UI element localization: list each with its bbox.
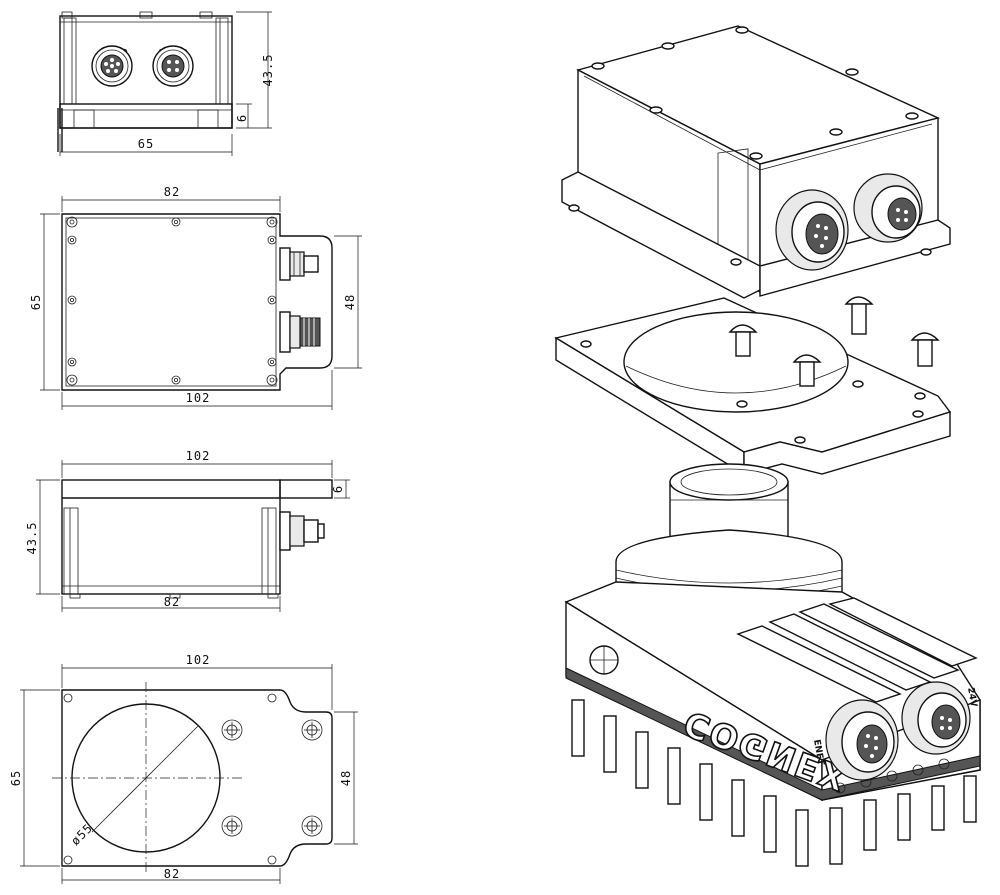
front-height-dim: 43.5 bbox=[261, 54, 275, 87]
top-height-flange-dim: 48 bbox=[343, 294, 357, 310]
front-plate-dim: 6 bbox=[235, 114, 249, 122]
plate-width-body-dim: 82 bbox=[164, 867, 180, 881]
front-connector-left bbox=[91, 45, 133, 87]
iso-plate bbox=[554, 296, 952, 476]
iso-legs bbox=[571, 699, 977, 867]
iso-plate-holes bbox=[580, 340, 926, 444]
side-view: 102 82 43.5 6 bbox=[25, 449, 350, 612]
front-view: 65 43.5 6 bbox=[57, 11, 275, 156]
plate-view: ø55 102 82 65 48 bbox=[9, 653, 358, 884]
front-width-dim: 65 bbox=[138, 137, 154, 151]
plate-holes bbox=[63, 693, 323, 865]
iso-housing-screws bbox=[568, 26, 932, 266]
side-plate-dim: 6 bbox=[331, 485, 345, 493]
top-width-total-dim: 102 bbox=[186, 391, 211, 405]
side-height-dim: 43.5 bbox=[25, 522, 39, 555]
port-24v-label: 24V bbox=[965, 687, 978, 708]
port-enet-label: ENET bbox=[811, 739, 826, 767]
top-view: 82 102 65 48 bbox=[29, 185, 362, 410]
iso-housing-connector-left bbox=[775, 189, 849, 271]
iso-housing-connector-right bbox=[853, 173, 923, 243]
iso-camera-connector-enet: ENET bbox=[811, 699, 899, 781]
front-connector-right bbox=[152, 45, 194, 87]
top-screws bbox=[66, 216, 278, 386]
iso-camera-connector-24v: 24V bbox=[901, 681, 978, 755]
iso-housing bbox=[561, 25, 951, 299]
top-connector-lower bbox=[279, 311, 321, 353]
side-width-body-dim: 82 bbox=[164, 595, 180, 609]
iso-fins bbox=[736, 597, 978, 703]
side-connector bbox=[279, 511, 325, 551]
top-width-body-dim: 82 bbox=[164, 185, 180, 199]
plate-height-flange-dim: 48 bbox=[339, 770, 353, 786]
top-connector-upper bbox=[279, 247, 319, 281]
top-height-body-dim: 65 bbox=[29, 294, 43, 310]
plate-width-total-dim: 102 bbox=[186, 653, 211, 667]
plate-hole-diameter: ø55 bbox=[68, 821, 95, 848]
plate-height-body-dim: 65 bbox=[9, 770, 23, 786]
iso-camera: COGNEX ENET 24V bbox=[564, 463, 981, 867]
side-width-total-dim: 102 bbox=[186, 449, 211, 463]
iso-bolts bbox=[728, 296, 940, 387]
